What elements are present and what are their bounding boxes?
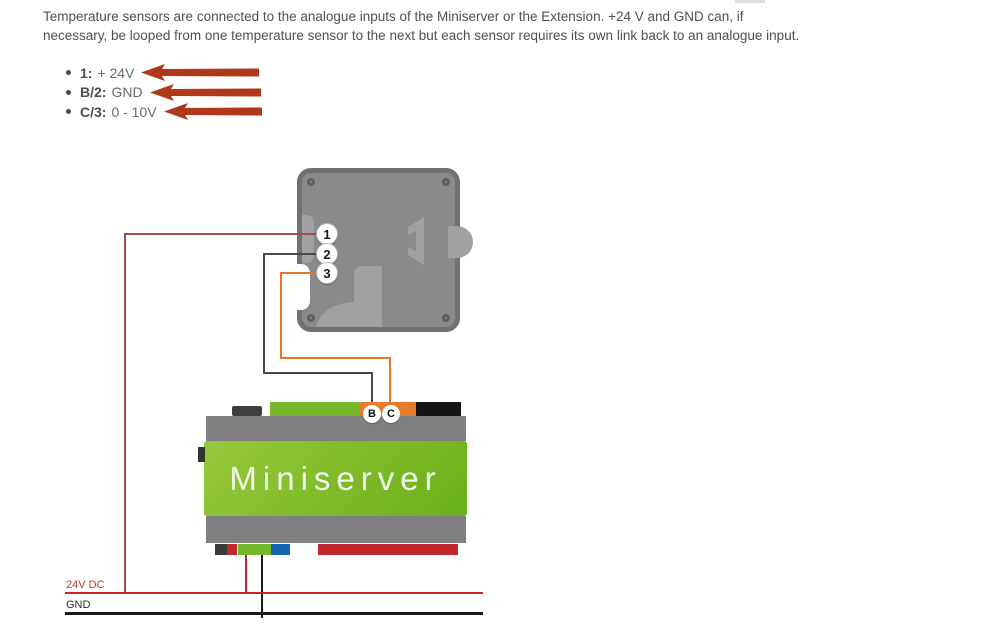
sensor-terminal-3: 3 [316,262,338,284]
screw-icon [442,314,450,322]
screw-icon [307,314,315,322]
sensor-cable-entry [286,264,310,310]
miniserver-body: Miniserver [204,441,467,516]
miniserver-label: Miniserver [229,459,442,497]
miniserver-black-terminal-block [416,402,461,416]
miniserver-power-connector [238,544,271,555]
sensor-side-bump [448,226,473,258]
wire-power-drop [245,555,247,594]
bullet-icon [66,109,71,115]
wire-signal-segment [280,357,391,359]
wire-gnd-segment [263,253,327,255]
miniserver-side-tab [198,447,205,462]
intro-line-2: necessary, be looped from one temperatur… [43,28,800,43]
sensor-terminal-1: 1 [316,223,338,245]
legend-label: 1: [80,64,93,81]
red-arrow-icon [163,103,262,121]
cropped-element-sliver [735,0,765,3]
sensor-pcb-decoration [302,215,424,327]
wire-gnd-segment [263,372,373,374]
red-arrow-icon [141,64,260,82]
list-item: C/3: 0 - 10V [66,102,262,122]
wire-24v-horizontal [124,233,327,235]
screw-icon [442,178,450,186]
wire-signal-segment [389,357,391,408]
legend-value: GND [111,84,143,101]
wire-gnd-segment [371,372,373,408]
miniserver-pin-dark [215,544,227,555]
legend-value: + 24V [97,64,135,81]
miniserver-pin-red [227,544,237,555]
intro-paragraph: Temperature sensors are connected to the… [43,7,973,45]
screw-icon [307,178,315,186]
legend-label: C/3: [80,103,107,120]
bus-power-label: 24V DC [66,579,105,591]
intro-line-1: Temperature sensors are connected to the… [43,9,744,24]
miniserver-terminal-c: C [382,405,400,423]
miniserver-bottom-band [206,516,466,543]
miniserver-top-connector [232,406,262,416]
wire-signal-segment [280,272,327,274]
bullet-icon [66,70,71,76]
list-item: B/2: GND [66,83,262,103]
wire-24v-vertical [124,233,126,593]
bus-24vdc-line [65,592,483,594]
terminal-legend-list: 1: + 24V B/2: GND C/3: 0 - 10V [66,63,262,122]
miniserver-pin-red-wide [318,544,458,555]
wire-gnd-segment [263,253,265,374]
bus-ground-label: GND [66,599,91,611]
legend-value: 0 - 10V [111,103,157,120]
miniserver-top-band [206,416,466,441]
list-item: 1: + 24V [66,63,262,83]
wire-ground-drop [261,555,263,618]
bus-gnd-line [65,612,483,615]
wire-signal-segment [280,272,282,359]
bullet-icon [66,89,71,95]
miniserver-green-terminal-block [270,402,360,416]
miniserver-terminal-b: B [363,405,381,423]
red-arrow-icon [149,83,261,101]
legend-label: B/2: [80,84,107,101]
miniserver-pin-blue [271,544,290,555]
